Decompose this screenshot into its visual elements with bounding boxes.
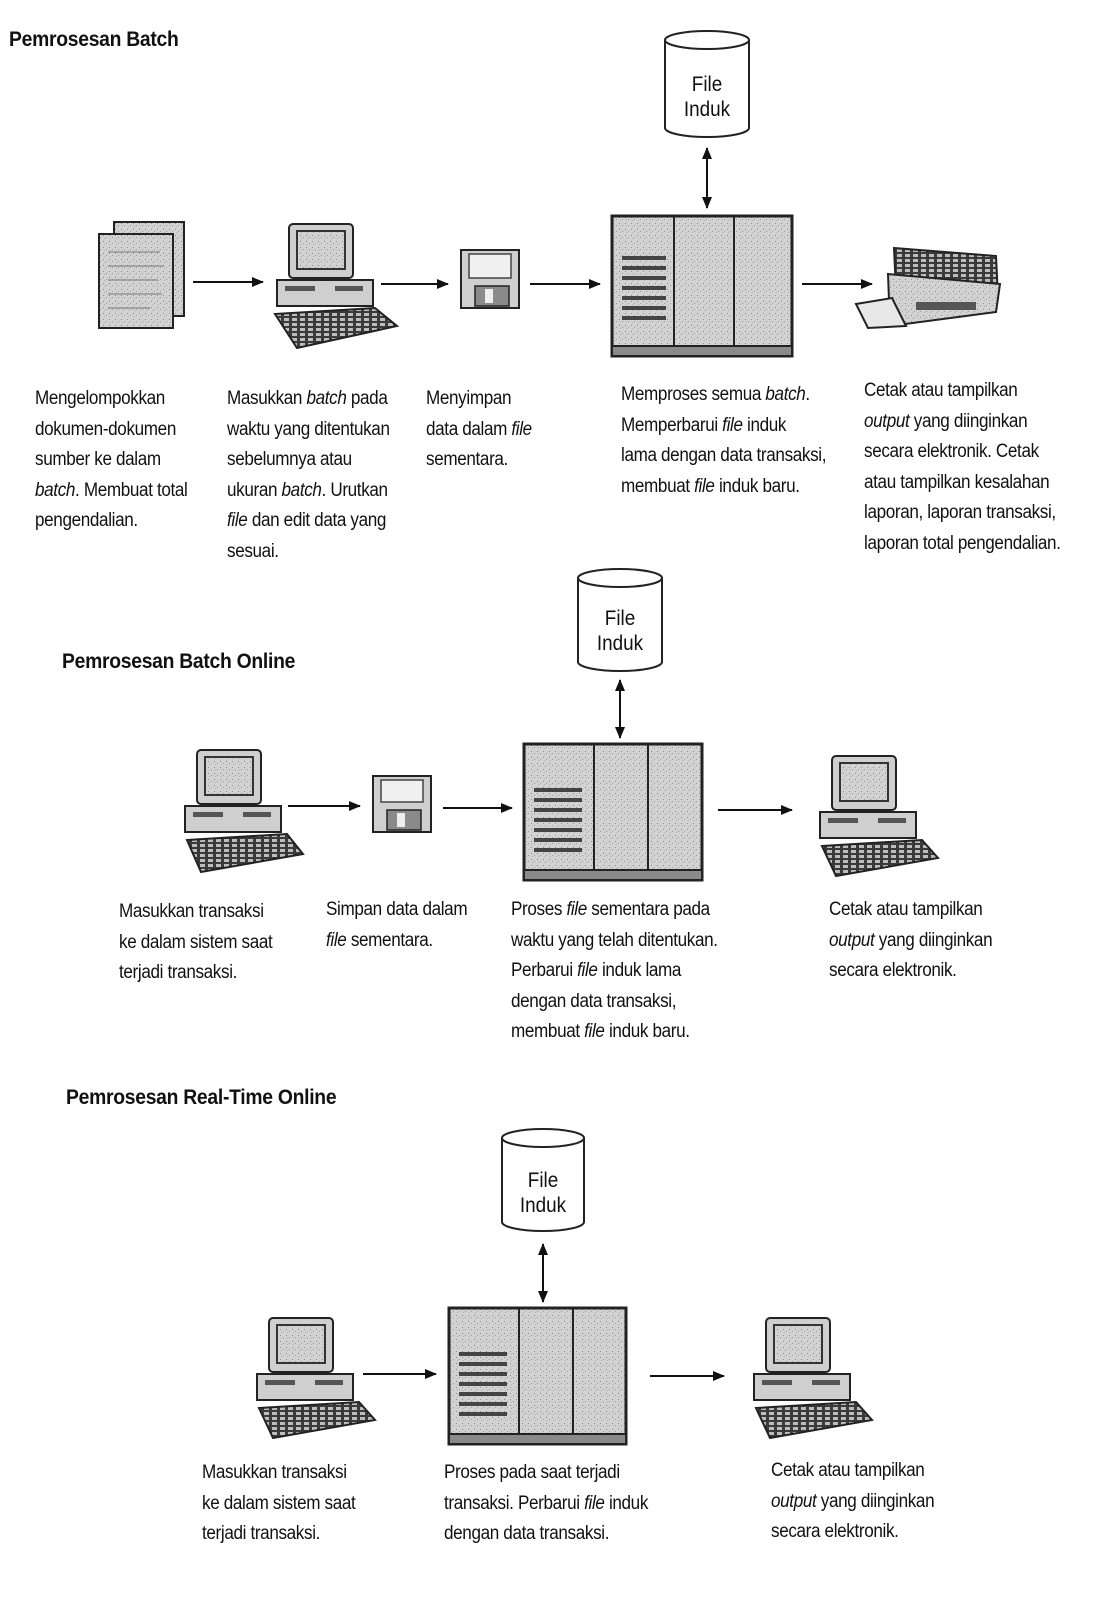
mainframe-icon (522, 742, 704, 882)
step-description-line: Proses pada saat terjadi (444, 1462, 620, 1483)
section-heading-batch-online: Pemrosesan Batch Online (62, 650, 296, 673)
step-description-line: secara elektronik. (829, 960, 957, 981)
floppy-disk-icon (372, 775, 432, 833)
step-description-line: data dalam file (426, 418, 532, 440)
database-cylinder-icon (577, 568, 663, 672)
step-description-line: dengan data transaksi, (511, 990, 677, 1012)
step-description-line: Masukkan transaksi (202, 1462, 347, 1483)
step-description-line: Cetak atau tampilkan (771, 1460, 925, 1481)
printer-icon (854, 246, 1002, 330)
database-label: File Induk (582, 606, 658, 656)
computer-icon (184, 749, 305, 874)
step-description: Cetak atau tampilkan output yang diingink… (771, 1456, 935, 1548)
step-description: Masukkan transaksi ke dalam sistem saat te… (202, 1458, 356, 1550)
computer-icon (753, 1317, 874, 1440)
step-description-line: Simpan data dalam (326, 899, 468, 920)
database-cylinder-icon (501, 1128, 585, 1232)
step-description-line: transaksi. Perbarui file induk (444, 1492, 649, 1514)
step-description-line: Mengelompokkan (35, 388, 165, 409)
step-description-line: Cetak atau tampilkan (864, 380, 1018, 401)
step-description-line: Menyimpan (426, 388, 512, 409)
step-description-line: file sementara. (326, 929, 433, 951)
step-description: Memproses semua batch. Memperbarui file i… (621, 380, 826, 502)
step-description: Cetak atau tampilkan output yang diingink… (829, 895, 993, 987)
step-description-line: sementara. (426, 449, 508, 470)
step-description-line: output yang diinginkan (771, 1490, 935, 1512)
step-description-line: ukuran batch. Urutkan (227, 479, 388, 501)
step-description-line: sumber ke dalam (35, 449, 161, 470)
step-description-line: ke dalam sistem saat (202, 1492, 356, 1514)
step-description-line: Masukkan batch pada (227, 388, 388, 409)
database-label-line: Induk (596, 632, 644, 655)
section-heading-batch: Pemrosesan Batch (9, 28, 179, 51)
step-description-line: Perbarui file induk lama (511, 960, 682, 981)
step-description-line: atau tampilkan kesalahan (864, 471, 1050, 493)
step-description-line: output yang diinginkan (829, 929, 993, 951)
documents-icon (98, 221, 185, 329)
computer-icon (819, 755, 940, 878)
database-label: File Induk (669, 72, 745, 122)
step-description: Menyimpan data dalam file sementara. (426, 384, 532, 476)
step-description-line: terjadi transaksi. (202, 1523, 321, 1544)
step-description-line: dengan data transaksi. (444, 1523, 610, 1544)
step-description-line: batch. Membuat total (35, 479, 188, 501)
mainframe-icon (610, 214, 794, 358)
section-heading-realtime-online: Pemrosesan Real-Time Online (66, 1086, 337, 1109)
step-description-line: Proses file sementara pada (511, 899, 710, 920)
step-description-line: lama dengan data transaksi, (621, 445, 827, 466)
step-description: Cetak atau tampilkan output yang diingink… (864, 376, 1061, 559)
step-description-line: file dan edit data yang (227, 510, 387, 531)
step-description-line: laporan, laporan transaksi, (864, 502, 1056, 523)
database-label-line: File (527, 1169, 559, 1192)
step-description: Mengelompokkan dokumen-dokumen sumber ke d… (35, 384, 188, 537)
database-label-line: File (691, 73, 723, 96)
step-description-line: sebelumnya atau (227, 449, 352, 470)
step-description-line: ke dalam sistem saat (119, 931, 273, 953)
step-description-line: pengendalian. (35, 510, 138, 531)
step-description-line: output yang diinginkan (864, 410, 1028, 432)
step-description-line: laporan total pengendalian. (864, 532, 1061, 554)
step-description: Masukkan transaksi ke dalam sistem saat te… (119, 897, 273, 989)
step-description: Proses file sementara pada waktu yang tel… (511, 895, 718, 1048)
step-description-line: Memperbarui file induk (621, 414, 787, 436)
mainframe-icon (447, 1306, 628, 1446)
database-label: File Induk (505, 1168, 581, 1218)
step-description-line: Cetak atau tampilkan (829, 899, 983, 920)
database-label-line: Induk (683, 98, 731, 121)
step-description-line: secara elektronik. (771, 1521, 899, 1542)
step-description-line: membuat file induk baru. (621, 475, 800, 497)
step-description: Simpan data dalam file sementara. (326, 895, 468, 956)
step-description: Proses pada saat terjadi transaksi. Perba… (444, 1458, 648, 1550)
database-label-line: File (604, 607, 636, 630)
step-description-line: Masukkan transaksi (119, 901, 264, 922)
step-description-line: membuat file induk baru. (511, 1021, 690, 1042)
floppy-disk-icon (460, 249, 520, 309)
step-description-line: sesuai. (227, 540, 279, 562)
database-label-line: Induk (519, 1194, 567, 1217)
step-description-line: dokumen-dokumen (35, 418, 176, 440)
step-description-line: Memproses semua batch. (621, 384, 810, 405)
step-description-line: waktu yang ditentukan (227, 418, 390, 440)
step-description: Masukkan batch pada waktu yang ditentukan… (227, 384, 390, 567)
computer-icon (273, 223, 400, 350)
step-description-line: secara elektronik. Cetak (864, 441, 1039, 462)
step-description-line: terjadi transaksi. (119, 962, 238, 983)
computer-icon (256, 1317, 377, 1440)
step-description-line: waktu yang telah ditentukan. (511, 929, 718, 951)
database-cylinder-icon (664, 30, 750, 138)
